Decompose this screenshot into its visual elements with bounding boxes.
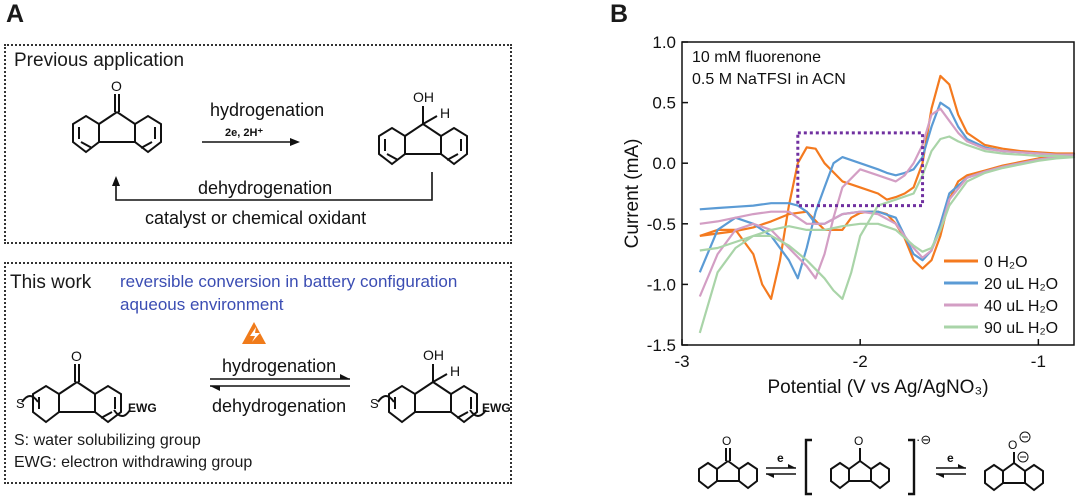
reverse-arrowhead — [210, 386, 220, 391]
hydrogenation-label: hydrogenation — [210, 100, 324, 120]
fluorenol-h: H — [440, 105, 450, 121]
highlight-line-2: aqueous environment — [120, 295, 284, 314]
this-work-scheme: O S EWG hydrogenation dehydrogenation OH… — [16, 322, 511, 424]
mechanism-dianion — [984, 452, 1044, 492]
fluorenol-structure — [378, 106, 468, 166]
fluorenone-structure — [72, 94, 162, 154]
reduction-mechanism: O e O ·⊖ e O — [698, 431, 1044, 496]
reverse-arrow-line — [115, 172, 433, 201]
forward-arrowhead — [340, 374, 350, 379]
highlight-box — [796, 131, 925, 208]
forward-arrowhead — [290, 138, 300, 146]
y-axis-label: Current (mA) — [622, 139, 643, 249]
mechanism-o2: O — [854, 434, 863, 448]
panel-b-label: B — [610, 0, 629, 28]
y-tick-label: -1.0 — [647, 275, 676, 294]
minus-charge-icon — [1019, 431, 1031, 443]
x-tick-label: -1 — [1031, 352, 1046, 371]
y-tick-label: 1.0 — [652, 33, 676, 52]
fluorenone-left-ring — [72, 114, 100, 154]
this-work-box — [4, 262, 512, 484]
s-group-left: S — [16, 396, 25, 411]
fluorenol-right-ring — [440, 126, 468, 166]
electron-label-1: e — [777, 451, 784, 465]
legend-label: 90 uL H₂O — [984, 320, 1058, 337]
ewg-group-left: EWG — [128, 401, 157, 415]
ewg-group-right: EWG — [482, 401, 511, 415]
highlight-line-1: reversible conversion in battery configu… — [120, 272, 458, 291]
x-tick-label: -2 — [853, 352, 868, 371]
sub-fluorenone-right-ring — [94, 384, 122, 424]
previous-scheme: O hydrogenation 2e, 2H⁺ OH H dehydrogena… — [72, 78, 468, 228]
x-tick-label: -3 — [674, 352, 689, 371]
legend-ewg: EWG: electron withdrawing group — [14, 454, 253, 471]
hydrogenation-sub: 2e, 2H⁺ — [225, 127, 263, 139]
legend-label: 40 uL H₂O — [984, 298, 1058, 315]
plot-frame — [681, 41, 1075, 346]
series-line-0 — [699, 74, 1076, 300]
series-line-2 — [698, 107, 1076, 297]
this-work-dehydrogenation: dehydrogenation — [212, 396, 346, 416]
substituted-fluorenone-structure — [21, 364, 131, 424]
previous-application-box — [4, 44, 512, 244]
annotation-line: 0.5 M NaTFSI in ACN — [692, 71, 846, 88]
mechanism-fluorenone — [698, 448, 758, 490]
y-tick-label: 0.0 — [652, 154, 676, 173]
x-axis-label: Potential (V vs Ag/AgNO₃) — [767, 377, 988, 398]
bracket-left — [804, 438, 812, 496]
sub-fluorenone-left-ring — [32, 384, 60, 424]
fluorenol-oh: OH — [413, 89, 434, 105]
this-work-hydrogenation: hydrogenation — [222, 356, 336, 376]
radical-anion-label: ·⊖ — [916, 432, 931, 447]
this-work-title: This work — [10, 272, 92, 293]
y-tick-label: -0.5 — [647, 215, 676, 234]
battery-bolt-icon — [242, 322, 266, 344]
mechanism-radical — [830, 448, 890, 490]
fluorenone-o: O — [111, 78, 122, 94]
electron-label-2: e — [947, 451, 954, 465]
previous-title: Previous application — [14, 50, 185, 71]
sub-fluorenol-h: H — [450, 363, 460, 379]
sub-fluorenol-oh: OH — [423, 347, 444, 363]
y-tick-label: -1.5 — [647, 336, 676, 355]
legend-s: S: water solubilizing group — [14, 432, 201, 449]
annotation-line: 10 mM fluorenone — [692, 49, 821, 66]
sub-fluorenol-left-ring — [388, 384, 416, 424]
mechanism-o3: O — [1008, 438, 1017, 452]
y-tick-label: 0.5 — [652, 94, 676, 113]
substituted-fluorenol-structure — [377, 364, 487, 424]
series-line-3 — [698, 135, 1076, 334]
legend-label: 20 uL H₂O — [984, 276, 1058, 293]
legend-label: 0 H₂O — [984, 254, 1028, 271]
sub-fluorenol-right-ring — [450, 384, 478, 424]
reverse-arrowhead — [112, 176, 120, 186]
panel-a-label: A — [6, 0, 25, 28]
fluorenone-right-ring — [134, 114, 162, 154]
bracket-right — [908, 438, 916, 496]
sub-fluorenone-o: O — [71, 348, 82, 364]
series-line-1 — [698, 101, 1076, 280]
mechanism-o1: O — [722, 434, 731, 448]
dehydrogenation-label: dehydrogenation — [198, 178, 332, 198]
s-group-right: S — [370, 396, 379, 411]
oxidant-label: catalyst or chemical oxidant — [145, 208, 366, 228]
fluorenol-left-ring — [378, 126, 406, 166]
minus-charge-icon-2 — [1017, 451, 1029, 463]
